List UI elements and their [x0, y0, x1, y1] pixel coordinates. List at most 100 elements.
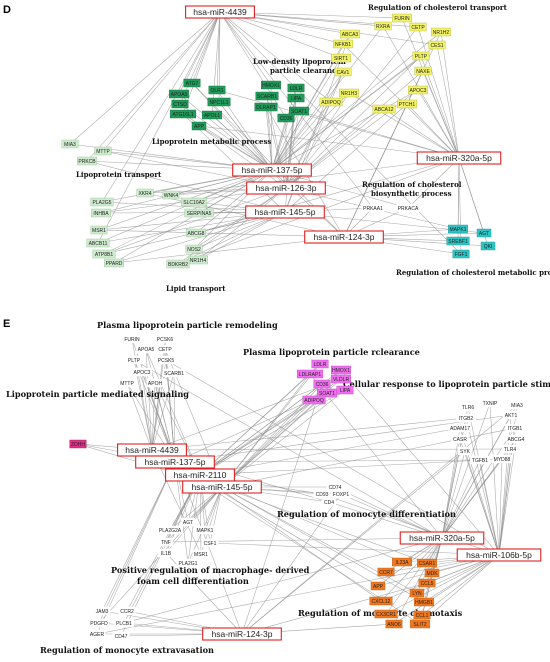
panel-d-gene-ppard: PPARD	[104, 258, 124, 268]
gene-node-label: SCARB1	[164, 371, 184, 377]
gene-node-label: PTCH1	[399, 102, 416, 108]
panel-d-mirna-hsa-mir-145-5p: hsa-miR-145-5p	[245, 205, 325, 219]
panel-e-gene-ccr7: CCR7	[377, 567, 395, 577]
network-edge	[219, 11, 462, 255]
panel-e-gene-cetp: CETP	[156, 344, 174, 354]
panel-e-gene-adipoq: ADIPOQ	[302, 395, 326, 405]
mirna-node-box	[416, 151, 502, 165]
gene-node-label: AGER	[90, 632, 105, 638]
gene-node-box	[156, 525, 184, 535]
panel-d-gene-olr1: OLR1	[208, 85, 226, 95]
gene-node-box	[339, 88, 359, 98]
gene-node-box	[156, 355, 176, 365]
mirna-node-box	[185, 5, 255, 19]
network-edge	[221, 486, 428, 564]
network-edge	[498, 438, 517, 556]
network-edge	[151, 382, 156, 451]
network-edge	[383, 108, 460, 159]
network-edge	[241, 493, 342, 635]
panel-e-gene-apoc3: APOC3	[132, 367, 152, 377]
network-edge	[174, 392, 328, 463]
gene-node-box	[185, 244, 203, 254]
network-edge	[271, 71, 344, 171]
panel-d-gene-atg7: ATG7	[183, 78, 201, 88]
network-edge	[204, 486, 223, 531]
mirna-node-label: hsa-miR-145-5p	[255, 207, 316, 217]
gene-node-box	[254, 102, 278, 112]
panel-d-gene-nfkb1: NFKB1	[333, 39, 353, 49]
gene-node-label: LYN	[412, 591, 422, 597]
gene-node-label: ABCB11	[89, 241, 108, 247]
gene-node-box	[374, 21, 392, 31]
gene-node-label: PPARD	[106, 261, 123, 267]
gene-node-label: BDKRB2	[168, 262, 188, 268]
panel-e-gene-ldlrap1: LDLRAP1	[296, 369, 324, 379]
label-foam-1: Positive regulation of macrophage- deriv…	[111, 565, 310, 575]
network-edge	[103, 187, 287, 255]
panel-d-gene-msr1: MSR1	[90, 225, 108, 235]
panel-d-gene-scarb1: SCARB1	[255, 91, 279, 101]
network-edge	[178, 93, 273, 171]
gene-node-label: TNF	[161, 540, 171, 546]
panel-d-gene-abcb11: ABCB11	[86, 238, 110, 248]
panel-d-gene-inhba: INHBA	[91, 208, 111, 218]
gene-node-box	[470, 455, 490, 465]
gene-node-box	[61, 139, 79, 149]
gene-node-box	[112, 631, 130, 641]
gene-node-label: ATP8B1	[95, 252, 113, 258]
panel-e-gene-ano6: ANO6	[385, 619, 403, 629]
gene-node-box	[195, 525, 215, 535]
mirna-node-label: hsa-miR-320a-5p	[409, 533, 475, 543]
gene-node-box	[456, 413, 476, 423]
gene-node-label: ABCA12	[374, 107, 393, 113]
gene-node-box	[331, 489, 351, 499]
panel-d-gene-xkr4: XKR4	[136, 188, 154, 198]
gene-node-box	[319, 97, 343, 107]
gene-node-label: MSR1	[92, 228, 106, 234]
panel-e-gene-pcsk5: PCSK5	[156, 355, 176, 365]
network-edge	[441, 459, 481, 539]
panel-e-mirna-hsa-mir-4439: hsa-miR-4439	[117, 443, 187, 457]
network-edge	[199, 458, 503, 476]
gene-node-box	[302, 395, 326, 405]
panel-e-gene-apoa5: APOA5	[136, 344, 156, 354]
gene-node-box	[480, 398, 500, 408]
label-ldl-clearance-1: Low-density lipoprotein	[253, 57, 346, 66]
gene-node-box	[118, 606, 136, 616]
network-edge	[126, 382, 153, 451]
network-edge	[141, 371, 243, 635]
network-edge	[209, 542, 500, 556]
gene-node-label: CD47	[115, 634, 128, 640]
gene-node-box	[125, 355, 143, 365]
network-edge	[241, 404, 518, 635]
gene-node-label: LDLR	[314, 362, 327, 368]
gene-node-box	[186, 228, 206, 238]
network-edge	[199, 427, 461, 476]
gene-node-box	[446, 236, 470, 246]
network-edge	[151, 348, 166, 451]
gene-node-box	[277, 113, 295, 123]
network-edge	[219, 11, 342, 59]
panel-e-mirna-hsa-mir-106b-5p: hsa-miR-106b-5p	[456, 548, 542, 562]
network-edge	[441, 414, 512, 539]
mirna-node-label: hsa-miR-145-5p	[192, 482, 253, 492]
gene-node-box	[377, 567, 395, 577]
network-edge	[219, 11, 438, 46]
gene-node-label: CCR7	[379, 570, 393, 576]
label-ldl-clearance-2: particle clearance	[270, 66, 341, 75]
gene-node-label: HMOX1	[262, 83, 280, 89]
panel-e-gene-itgb1: ITGB1	[505, 423, 525, 433]
panel-e-gene-lyn: LYN	[409, 588, 425, 598]
panel-e-gene-app: APP	[370, 581, 386, 591]
gene-node-box	[157, 548, 175, 558]
network-edge	[195, 169, 273, 234]
gene-node-box	[331, 365, 351, 375]
panel-d-gene-abcg8: ABCG8	[186, 228, 206, 238]
network-edge	[86, 160, 286, 213]
mirna-node-label: hsa-miR-124-3p	[314, 232, 375, 242]
network-edge	[100, 169, 273, 214]
gene-node-label: NPC1L1	[210, 100, 229, 106]
panel-d-gene-prkaa1: PRKAA1	[361, 203, 385, 213]
mirna-node-box	[182, 480, 262, 494]
